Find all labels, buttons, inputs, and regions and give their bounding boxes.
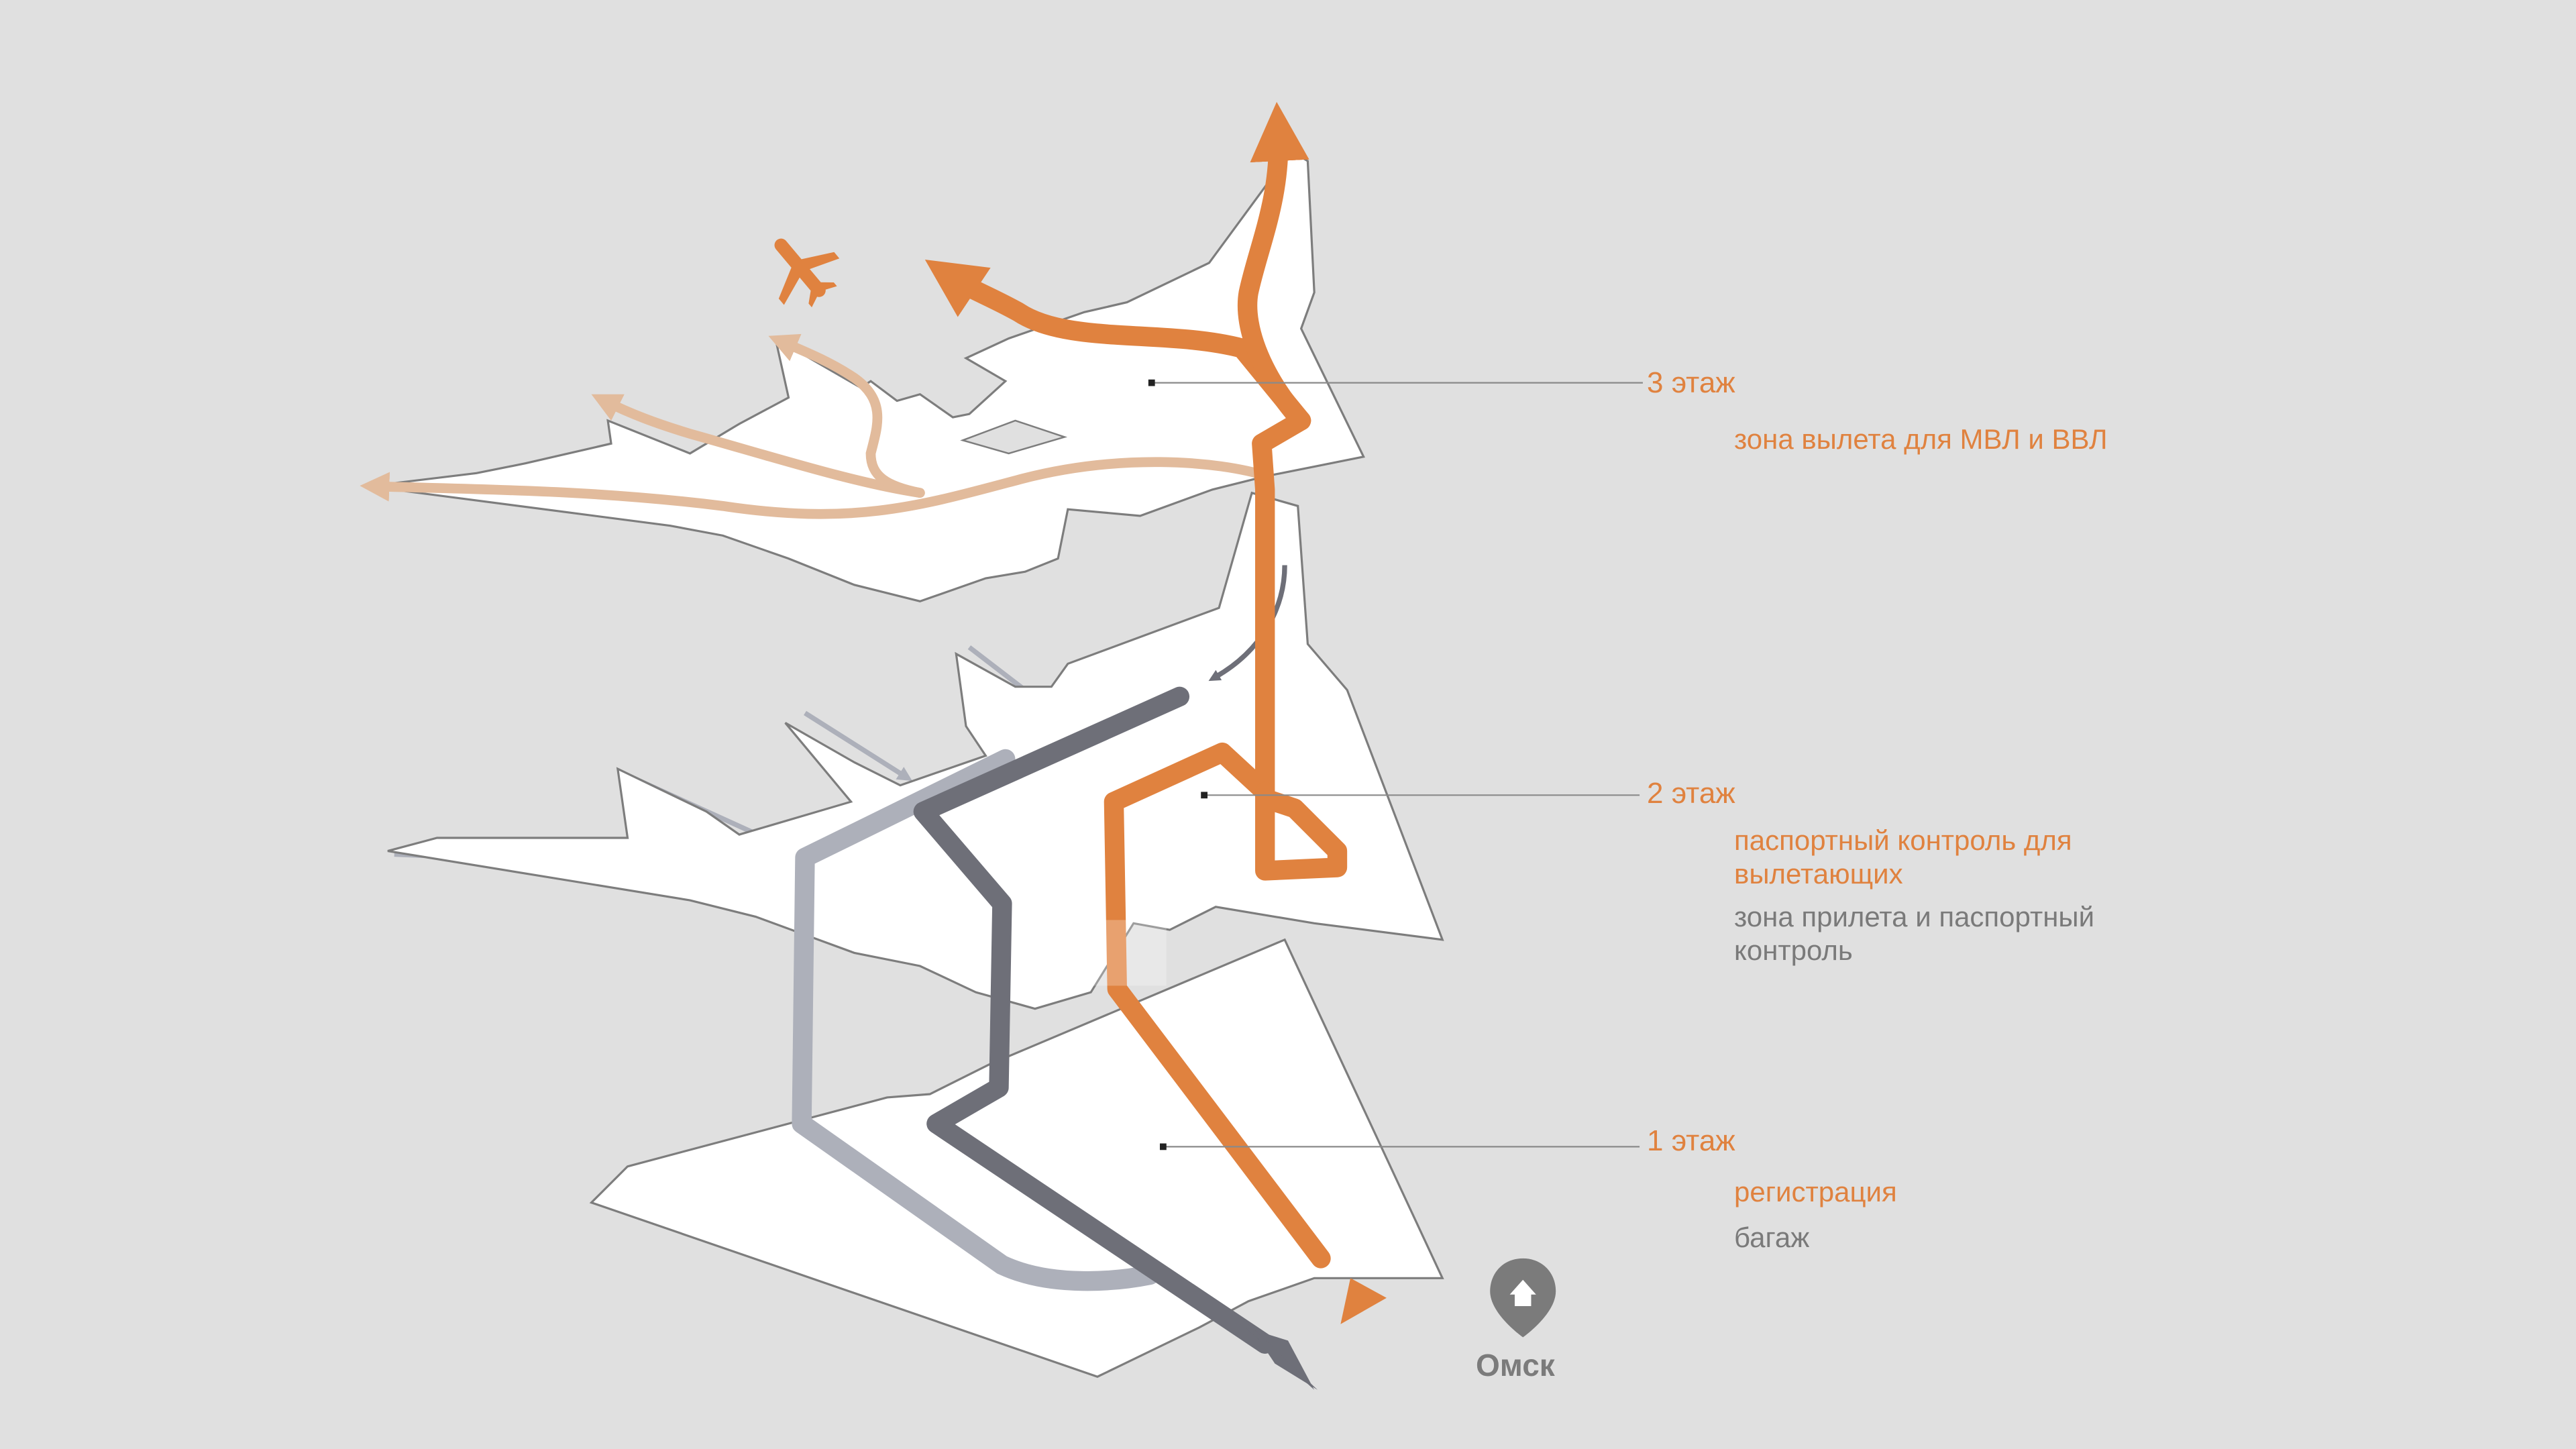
leader-lines: [1151, 382, 1643, 1148]
floor-3-desc-1: зона вылета для МВЛ и ВВЛ: [1734, 423, 2108, 455]
floor-2-title: 2 этаж: [1647, 777, 1735, 810]
floor-1-plan: [589, 938, 1444, 1378]
departure-routes-faded: [360, 333, 1273, 519]
home-pin-icon: [1490, 1258, 1556, 1338]
floor-3-opening: [960, 419, 1068, 455]
leader-dots: [1148, 379, 1208, 1150]
floor-2-desc-4: контроль: [1734, 934, 1853, 966]
departure-start-triangle: [1340, 1278, 1387, 1324]
arrival-route-dark: [913, 686, 1275, 1354]
floor-3-plan: [368, 150, 1365, 602]
floor-3-title: 3 этаж: [1647, 366, 1735, 399]
floor-1-desc-1: регистрация: [1734, 1176, 1897, 1208]
overlap-highlight: [1084, 920, 1167, 986]
floor-2-desc-2: вылетающих: [1734, 858, 1903, 890]
city-label: Омск: [1476, 1348, 1555, 1383]
floor-1-title: 1 этаж: [1647, 1124, 1735, 1157]
floor-1-desc-2: багаж: [1734, 1222, 1810, 1253]
floor-2-desc-1: паспортный контроль для: [1734, 824, 2072, 856]
airplane-icon: [774, 238, 840, 308]
floor-2-desc-3: зона прилета и паспортный: [1734, 901, 2095, 932]
passport-control-loop: [1255, 782, 1348, 881]
arrival-route-light: [792, 749, 1160, 1291]
departure-route-north: [1237, 101, 1311, 431]
